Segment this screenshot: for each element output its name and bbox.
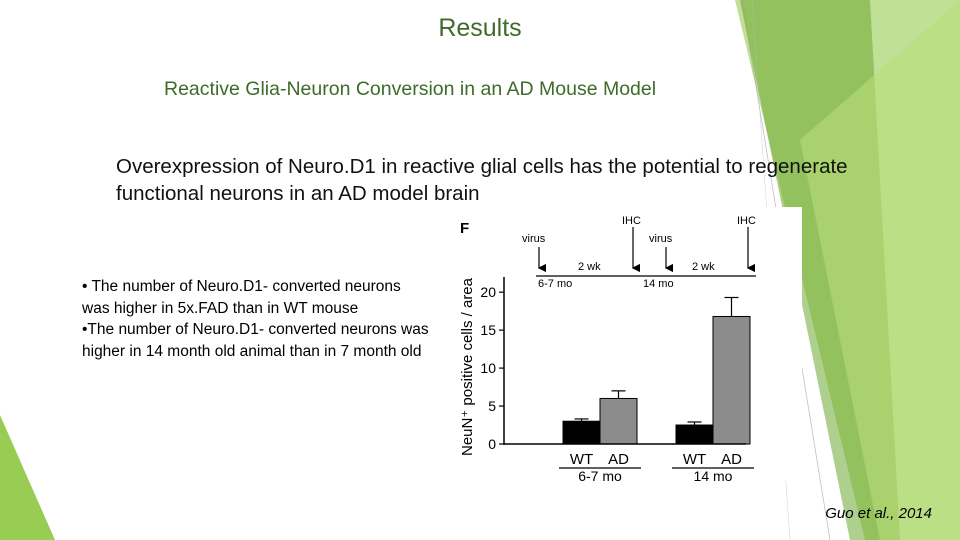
x-bar-label-AD: AD	[608, 451, 629, 468]
virus-label-2: virus	[649, 233, 673, 245]
green-stripe-right-light	[800, 0, 960, 540]
x-bar-label-WT: WT	[570, 451, 593, 468]
slide-title: Results	[438, 14, 522, 42]
x-group-label-1: 14 mo	[694, 468, 733, 481]
slide-subtitle: Reactive Glia-Neuron Conversion in an AD…	[164, 78, 657, 100]
ihc-label-1: IHC	[622, 215, 641, 227]
interval-label-2: 2 wk	[692, 261, 715, 273]
bullet-item-2: •The number of Neuro.D1- converted neuro…	[82, 321, 429, 360]
x-group-label-0: 6-7 mo	[578, 468, 622, 481]
y-tick-label-0: 0	[488, 436, 496, 452]
lead-statement: Overexpression of Neuro.D1 in reactive g…	[116, 155, 848, 205]
bar-6-7mo-AD	[599, 397, 638, 445]
panel-label: F	[460, 220, 469, 237]
figure-panel: F virus virus IHC IHC 2 wk 2 wk 6-7 mo 1…	[446, 207, 802, 481]
age-label-1: 6-7 mo	[538, 278, 572, 290]
bar-14mo-WT	[675, 424, 714, 445]
bar-chart: F virus virus IHC IHC 2 wk 2 wk 6-7 mo 1…	[459, 215, 756, 481]
y-tick-label-5: 5	[488, 398, 496, 414]
bar-6-7mo-WT	[562, 420, 601, 445]
virus-label-1: virus	[522, 233, 546, 245]
age-label-2: 14 mo	[643, 278, 674, 290]
bullet-list: • The number of Neuro.D1- converted neur…	[82, 276, 432, 362]
green-stripe-bottom-left	[0, 415, 55, 540]
x-bar-label-WT: WT	[683, 451, 706, 468]
bar-14mo-AD	[712, 315, 751, 445]
y-tick-label-10: 10	[480, 360, 496, 376]
y-tick-label-15: 15	[480, 322, 496, 338]
interval-label-1: 2 wk	[578, 261, 601, 273]
y-tick-label-20: 20	[480, 284, 496, 300]
timeline: virus virus IHC IHC 2 wk 2 wk 6-7 mo 14 …	[522, 215, 756, 290]
bullet-item-1: • The number of Neuro.D1- converted neur…	[82, 278, 401, 317]
y-axis-label: NeuN⁺ positive cells / area	[459, 277, 476, 456]
citation: Guo et al., 2014	[825, 505, 932, 522]
ihc-label-2: IHC	[737, 215, 756, 227]
x-bar-label-AD: AD	[721, 451, 742, 468]
